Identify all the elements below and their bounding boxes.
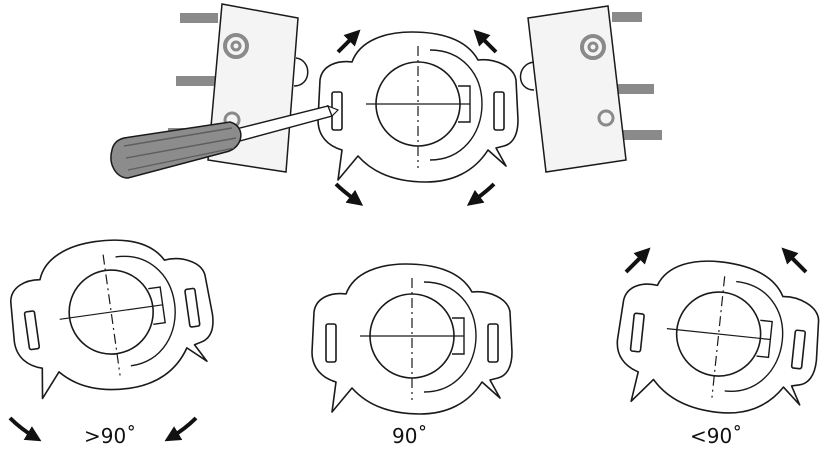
label-under-90: <90˚: [690, 424, 743, 448]
microswitch-right: [519, 5, 662, 173]
cam-bracket-top: [317, 31, 519, 183]
rotation-arrow-icon: [334, 29, 498, 206]
cam-bracket-under90: [610, 251, 827, 423]
label-over-90: >90˚: [84, 424, 137, 448]
screwdriver-icon: [110, 104, 340, 179]
label-90: 90˚: [392, 424, 428, 448]
cam-bracket-over90: [1, 226, 222, 405]
rotation-arrow-icon: [8, 247, 808, 442]
cam-bracket-90: [311, 263, 513, 415]
